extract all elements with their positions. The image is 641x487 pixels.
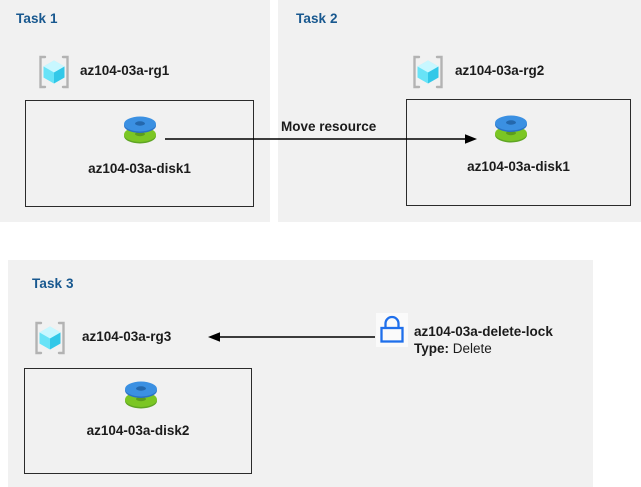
managed-disk-icon [119,377,163,417]
task-title-3: Task 3 [32,276,74,291]
task-title-2: Task 2 [296,11,338,26]
delete-lock-name: az104-03a-delete-lock [414,324,553,339]
resource-group-boundary-2 [406,99,631,206]
move-resource-arrow [165,134,477,144]
delete-lock-type-row: Type: Delete [414,341,492,356]
managed-disk-icon [489,111,533,151]
task-title-1: Task 1 [16,11,58,26]
delete-lock-type-key: Type: [414,341,450,356]
resource-group-cube-icon [30,318,70,358]
managed-disk-icon [118,112,162,152]
disk-label-2: az104-03a-disk1 [467,159,570,174]
resource-group-label-3: az104-03a-rg3 [82,329,172,344]
resource-group-boundary-3 [24,368,252,474]
disk-label-1: az104-03a-disk1 [88,161,191,176]
delete-lock-type-value: Delete [452,341,492,356]
move-resource-label: Move resource [281,119,377,134]
delete-lock-arrow [208,332,375,342]
task-panel-3 [8,260,593,487]
task-panel-2 [278,0,641,222]
resource-group-boundary-1 [25,100,254,207]
resource-group-label-2: az104-03a-rg2 [455,63,545,78]
resource-group-label-1: az104-03a-rg1 [80,63,170,78]
padlock-icon [376,313,408,347]
resource-group-cube-icon [34,52,74,92]
task-panel-1 [0,0,270,222]
disk-label-3: az104-03a-disk2 [86,423,190,438]
resource-group-cube-icon [408,52,448,92]
